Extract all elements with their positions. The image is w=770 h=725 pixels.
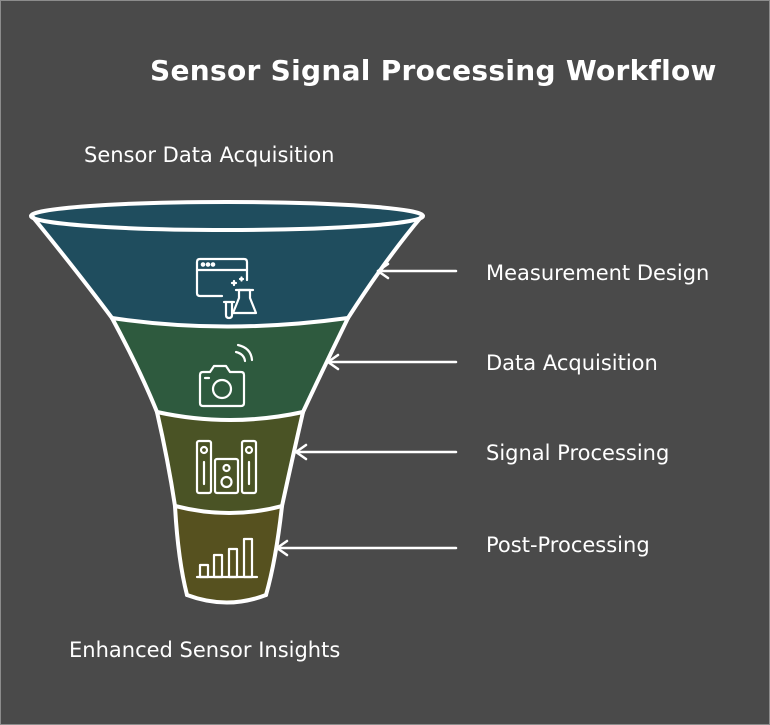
funnel-right-edge (264, 214, 424, 597)
stage-label-measurement-design: Measurement Design (486, 261, 710, 285)
stage-label-post-processing: Post-Processing (486, 533, 650, 557)
funnel-input-label: Sensor Data Acquisition (84, 143, 335, 167)
funnel-output-label: Enhanced Sensor Insights (69, 638, 341, 662)
wireless-camera-icon (198, 343, 254, 408)
funnel-left-edge (30, 214, 189, 597)
arrow-signal-processing (294, 443, 458, 461)
funnel-bottom (185, 593, 268, 605)
stage-label-signal-processing: Signal Processing (486, 441, 670, 465)
arrow-measurement-design (376, 262, 458, 280)
arrow-post-processing (275, 539, 458, 557)
stage-label-data-acquisition: Data Acquisition (486, 351, 658, 375)
arrow-data-acquisition (326, 353, 458, 371)
funnel-divider-1 (110, 316, 350, 329)
funnel-divider-2 (155, 410, 305, 422)
funnel-rim (29, 200, 425, 232)
funnel-divider-3 (173, 504, 284, 515)
bar-chart-icon (195, 537, 259, 579)
browser-lab-flask-icon (195, 257, 258, 320)
speaker-system-icon (195, 439, 258, 495)
funnel-segment-data-acquisition (112, 318, 348, 420)
funnel-segment-signal-processing (157, 412, 303, 513)
diagram-title: Sensor Signal Processing Workflow (150, 54, 717, 87)
funnel-segment-measurement-design (32, 216, 422, 327)
